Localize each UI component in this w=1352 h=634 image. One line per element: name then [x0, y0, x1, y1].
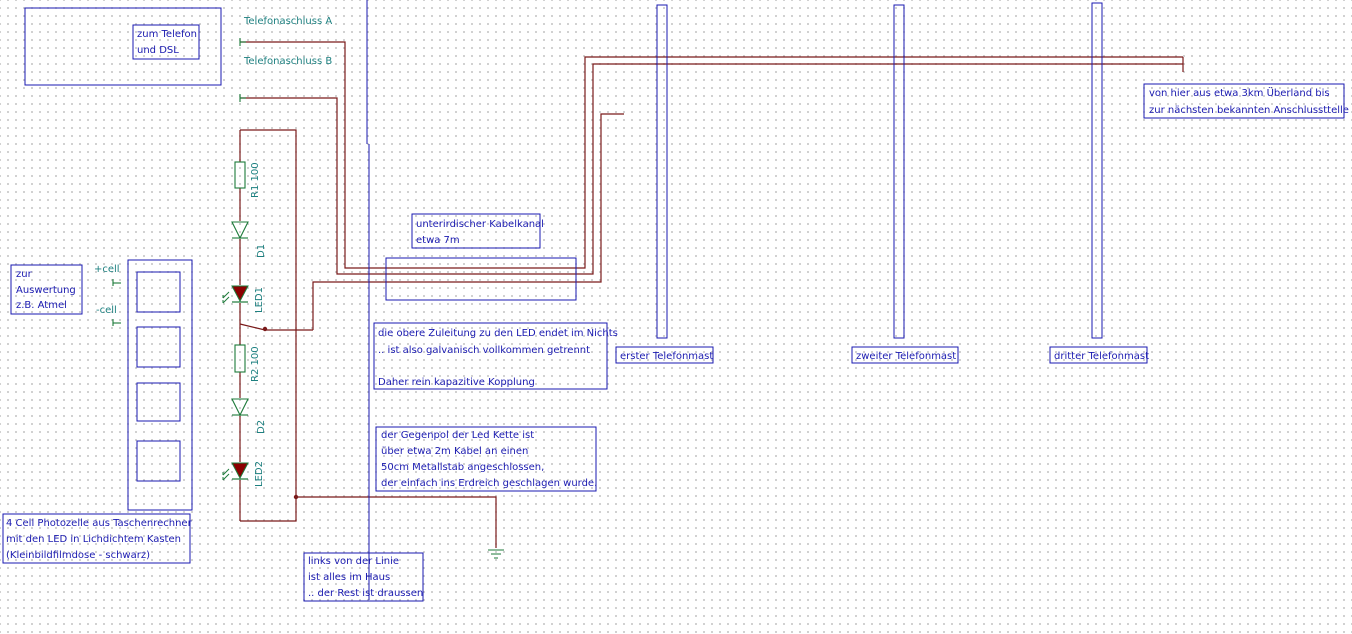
resistor-r1-icon [234, 161, 246, 189]
ground-symbol [488, 549, 504, 559]
diode-d2-icon [231, 398, 249, 417]
overland-note: von hier aus etwa 3km Überland bis zur n… [1149, 86, 1349, 116]
led1-icon [222, 285, 249, 304]
inside-house-note: links von der Linie ist alles im Haus ..… [308, 556, 423, 599]
phone-b-label: Telefonaschluss B [243, 56, 332, 67]
wires [239, 41, 1184, 548]
svg-text:4 Cell Photozelle aus Taschenr: 4 Cell Photozelle aus Taschenrechner [6, 518, 193, 529]
phone-box [24, 7, 222, 86]
svg-text:.. der Rest ist draussen: .. der Rest ist draussen [308, 588, 423, 599]
led1-label: LED1 [254, 287, 265, 313]
eval-note: zur Auswertung z.B. Atmel [16, 269, 76, 311]
svg-text:links von der Linie: links von der Linie [308, 556, 399, 567]
photocell-note-box [2, 513, 191, 564]
connector-pin-icon [239, 94, 246, 102]
svg-text:zur: zur [16, 269, 33, 280]
photocell-note: 4 Cell Photozelle aus Taschenrechner mit… [6, 518, 193, 561]
mast1-label-box [615, 346, 714, 364]
svg-text:Daher rein kapazitive Kopplung: Daher rein kapazitive Kopplung [378, 377, 535, 388]
connector-pin-icon [112, 319, 121, 326]
cable-channel-box [385, 257, 577, 301]
photocell-box [127, 259, 193, 511]
svg-text:die obere Zuleitung zu den LED: die obere Zuleitung zu den LED endet im … [378, 328, 618, 339]
svg-text:mit den LED in Lichdichtem Kas: mit den LED in Lichdichtem Kasten [6, 534, 181, 545]
telephone-mast-3 [1091, 2, 1103, 339]
wire-phone-a [240, 41, 1183, 269]
phone-a-label: Telefonaschluss A [243, 16, 332, 27]
junction-dot [293, 494, 299, 500]
mast2-label: zweiter Telefonmast [856, 351, 956, 362]
svg-text:z.B. Atmel: z.B. Atmel [16, 300, 67, 311]
counter-pole-note: der Gegenpol der Led Kette ist über etwa… [381, 430, 597, 489]
svg-text:(Kleinbildfilmdose - schwarz): (Kleinbildfilmdose - schwarz) [6, 550, 150, 561]
svg-text:und DSL: und DSL [137, 45, 179, 56]
house-boundary-line [366, 0, 370, 600]
mast3-label-box [1049, 346, 1148, 364]
inside-house-note-box [303, 552, 424, 602]
wire-led-lead [312, 113, 624, 330]
svg-text:zur nächsten bekannten Anschlu: zur nächsten bekannten Anschlussttelle [1149, 105, 1349, 116]
overland-note-box [1143, 83, 1345, 119]
svg-text:über etwa 2m Kabel an einen: über etwa 2m Kabel an einen [381, 446, 528, 457]
svg-text:etwa 7m: etwa 7m [416, 235, 460, 246]
photocell-cell-3 [136, 382, 181, 422]
svg-text:der einfach ins Erdreich gesch: der einfach ins Erdreich geschlagen wurd… [381, 478, 597, 489]
r2-label: R2 100 [250, 346, 261, 382]
cable-channel-note-box [411, 213, 541, 249]
cell-minus-label: -cell [96, 305, 117, 316]
eval-note-box [10, 264, 83, 315]
wire-led-loop [240, 129, 297, 522]
to-phone-note-box [132, 24, 200, 60]
svg-text:zum Telefon: zum Telefon [137, 29, 197, 40]
svg-text:der Gegenpol der Led Kette ist: der Gegenpol der Led Kette ist [381, 430, 534, 441]
connector-pin-icon [112, 279, 121, 286]
d1-label: D1 [256, 244, 267, 258]
photocell-cell-4 [136, 440, 181, 482]
svg-text:Auswertung: Auswertung [16, 285, 76, 296]
diode-d1-icon [231, 221, 249, 240]
svg-text:unterirdischer Kabelkanal: unterirdischer Kabelkanal [416, 219, 544, 230]
photocell-cell-2 [136, 326, 181, 368]
telephone-mast-1 [656, 4, 668, 339]
mast1-label: erster Telefonmast [620, 351, 713, 362]
led2-icon [222, 462, 249, 481]
telephone-mast-2 [893, 4, 905, 339]
wire-ground [296, 496, 497, 548]
svg-text:50cm Metallstab angeschlossen,: 50cm Metallstab angeschlossen, [381, 462, 544, 473]
to-phone-note: zum Telefon und DSL [137, 29, 197, 56]
connector-pin-icon [239, 38, 246, 46]
r1-label: R1 100 [250, 162, 261, 198]
upper-lead-note-box [373, 322, 608, 390]
svg-text:ist alles im Haus: ist alles im Haus [308, 572, 390, 583]
counter-pole-note-box [375, 426, 597, 492]
d2-label: D2 [256, 420, 267, 434]
svg-text:.. ist also galvanisch vollkom: .. ist also galvanisch vollkommen getren… [378, 345, 590, 356]
led2-label: LED2 [254, 461, 265, 487]
cable-channel-note: unterirdischer Kabelkanal etwa 7m [416, 219, 544, 246]
mast3-label: dritter Telefonmast [1054, 351, 1149, 362]
upper-lead-note: die obere Zuleitung zu den LED endet im … [378, 328, 618, 388]
junction-dot [262, 326, 268, 332]
resistor-r2-icon [234, 344, 246, 373]
mast2-label-box [851, 346, 959, 364]
svg-text:von hier aus etwa 3km Überland: von hier aus etwa 3km Überland bis [1149, 86, 1330, 99]
photocell-cell-1 [136, 271, 181, 313]
wire-phone-b [240, 63, 1183, 275]
cell-plus-label: +cell [94, 264, 120, 275]
